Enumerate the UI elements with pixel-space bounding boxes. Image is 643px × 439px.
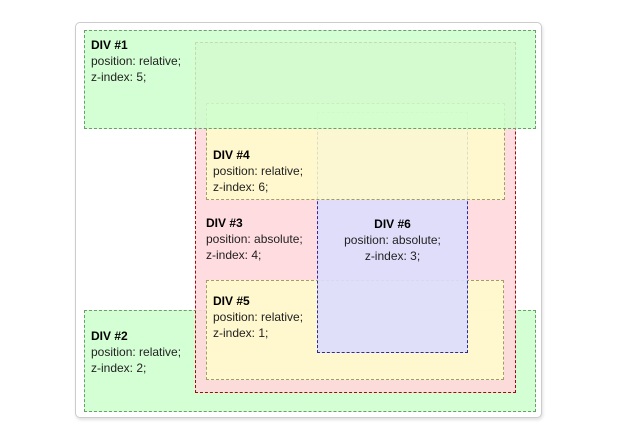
div-5-title: DIV #5 [213, 294, 250, 308]
div-4-position-line: position: relative; [213, 164, 304, 178]
div-1-position-line: position: relative; [91, 54, 182, 68]
div-3-title: DIV #3 [206, 216, 243, 230]
div-2-title: DIV #2 [91, 329, 128, 343]
div-6-zindex-line: z-index: 3; [364, 249, 421, 263]
div-3-position-line: position: absolute; [206, 232, 303, 246]
div-6-position-line: position: absolute; [344, 233, 441, 247]
div-3-zindex-line: z-index: 4; [206, 248, 262, 262]
div-3-label: DIV #3 position: absolute; z-index: 4; [206, 215, 303, 263]
div-1-zindex-line: z-index: 5; [91, 70, 147, 84]
stacking-demo-figure: DIV #1 position: relative; z-index: 5; D… [75, 22, 542, 418]
div-6-title: DIV #6 [374, 217, 411, 231]
div-2-position-line: position: relative; [91, 345, 182, 359]
div-4-title: DIV #4 [213, 148, 250, 162]
div-1-title: DIV #1 [91, 38, 128, 52]
div-5-position-line: position: relative; [213, 310, 304, 324]
div-5-zindex-line: z-index: 1; [213, 326, 269, 340]
div-1-box: DIV #1 position: relative; z-index: 5; [84, 30, 536, 129]
div-4-zindex-line: z-index: 6; [213, 180, 269, 194]
div-2-zindex-line: z-index: 2; [91, 361, 147, 375]
